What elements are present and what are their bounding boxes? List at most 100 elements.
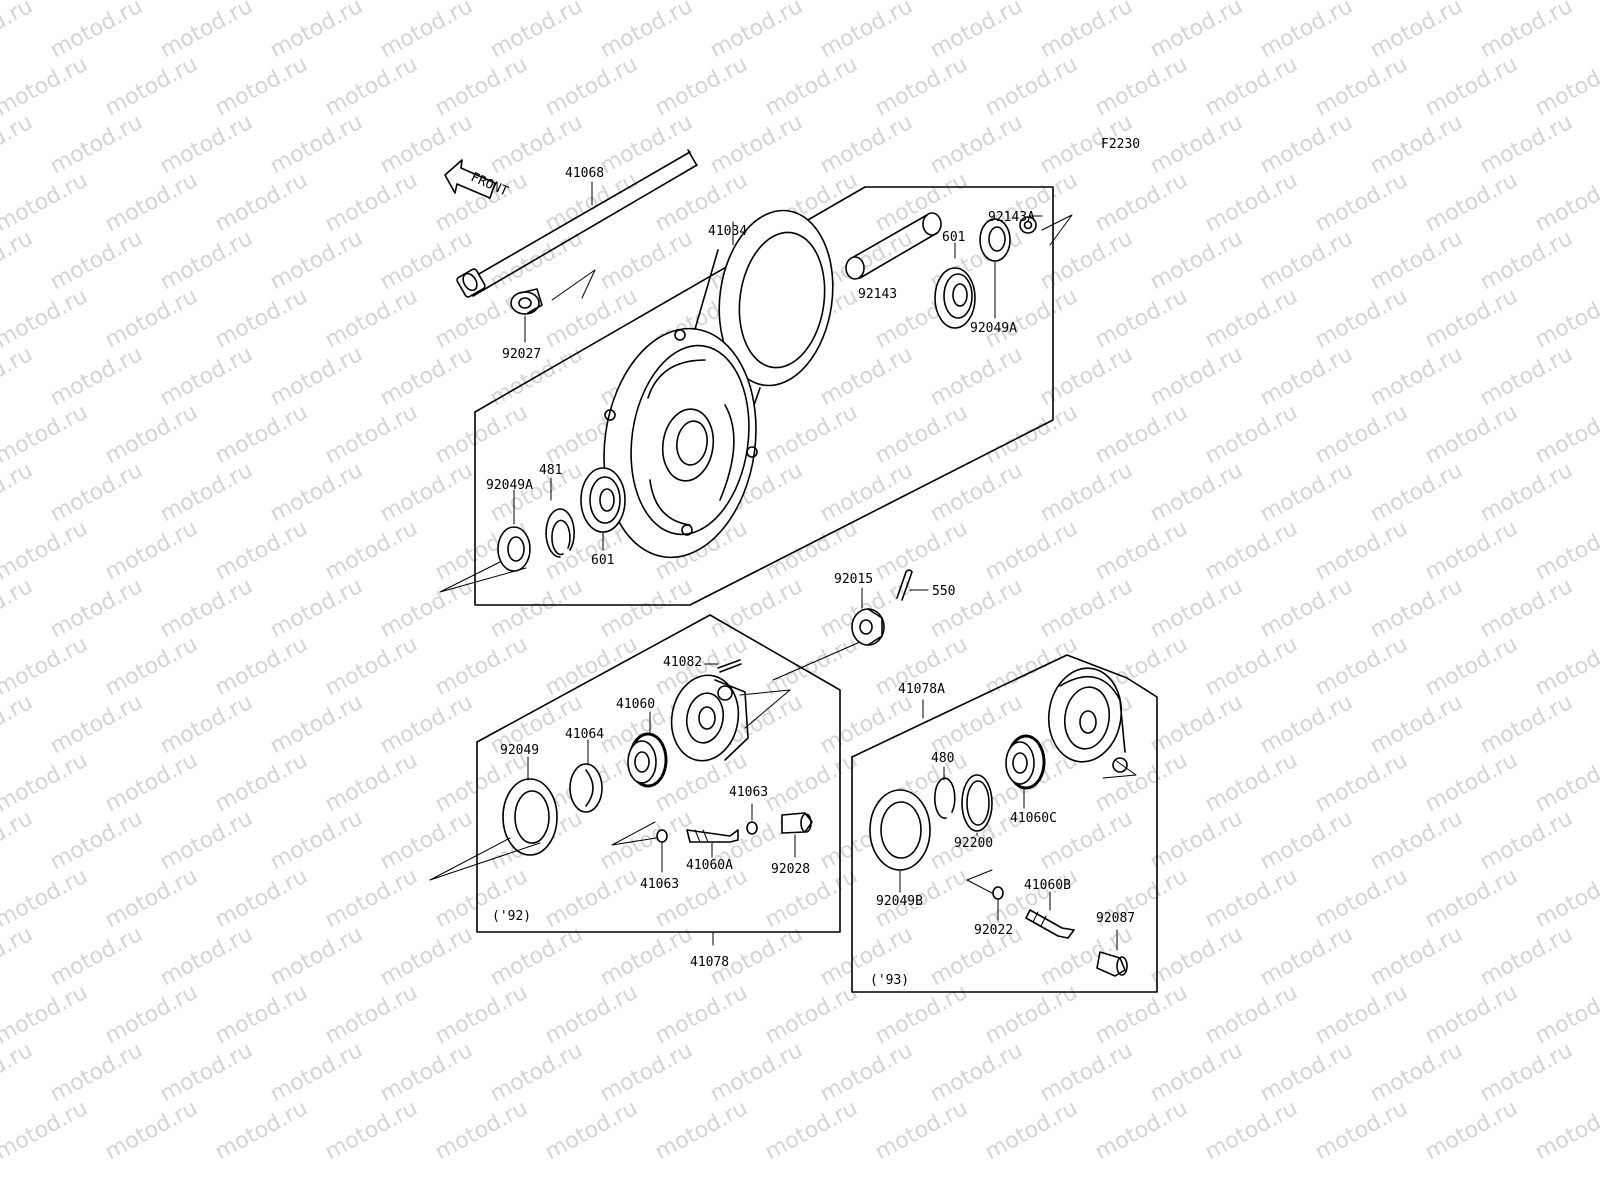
watermark-text: motod.ru xyxy=(926,458,1027,527)
label-41064: 41064 xyxy=(565,727,604,742)
watermark-text: motod.ru xyxy=(541,632,642,701)
watermark-text: motod.ru xyxy=(266,342,367,411)
watermark-text: motod.ru xyxy=(321,980,422,1049)
watermark-text: motod.ru xyxy=(321,52,422,121)
watermark-text: motod.ru xyxy=(156,0,257,63)
watermark-text: motod.ru xyxy=(1256,690,1357,759)
label-92200: 92200 xyxy=(954,836,993,851)
watermark-text: motod.ru xyxy=(1366,1038,1467,1107)
watermark-text: motod.ru xyxy=(1421,864,1522,933)
watermark-text: motod.ru xyxy=(1091,400,1192,469)
circlip-480-part xyxy=(934,777,956,819)
watermark-text: motod.ru xyxy=(1311,864,1412,933)
watermark-text: motod.ru xyxy=(156,110,257,179)
gearbox-93-housing-part xyxy=(1047,667,1137,779)
watermark-text: motod.ru xyxy=(1146,922,1247,991)
watermark-text: motod.ru xyxy=(596,1038,697,1107)
watermark-text: motod.ru xyxy=(1476,226,1577,295)
watermark-text: motod.ru xyxy=(1201,400,1302,469)
watermark-text: motod.ru xyxy=(1146,806,1247,875)
watermark-text: motod.ru xyxy=(321,1096,422,1165)
watermark-text: motod.ru xyxy=(706,574,807,643)
watermark-text: motod.ru xyxy=(651,52,752,121)
watermark-text: motod.ru xyxy=(1036,342,1137,411)
watermark-text: motod.ru xyxy=(1091,748,1192,817)
watermark-text: motod.ru xyxy=(1421,632,1522,701)
watermark-text: motod.ru xyxy=(1256,574,1357,643)
watermark-text: motod.ru xyxy=(321,168,422,237)
watermark-text: motod.ru xyxy=(376,574,477,643)
label-601-top: 601 xyxy=(942,230,965,245)
label-41060A: 41060A xyxy=(686,858,733,873)
watermark-text: motod.ru xyxy=(1421,516,1522,585)
watermark-text: motod.ru xyxy=(541,1096,642,1165)
watermark-text: motod.ru xyxy=(431,400,532,469)
watermark-text: motod.ru xyxy=(816,110,917,179)
watermark-text: motod.ru xyxy=(376,806,477,875)
watermark-text: motod.ru xyxy=(0,458,37,527)
watermark-text: motod.ru xyxy=(46,226,147,295)
watermark-text: motod.ru xyxy=(101,52,202,121)
label-41063-bottom: 41063 xyxy=(640,877,679,892)
watermark-text: motod.ru xyxy=(761,748,862,817)
watermark-text: motod.ru xyxy=(0,226,37,295)
watermark-text: motod.ru xyxy=(706,110,807,179)
washer-41063-right-part xyxy=(746,821,758,835)
watermark-text: motod.ru xyxy=(0,516,92,585)
watermark-text: motod.ru xyxy=(1201,980,1302,1049)
watermark-text: motod.ru xyxy=(321,748,422,817)
watermark-text: motod.ru xyxy=(926,0,1027,63)
label-92087: 92087 xyxy=(1096,911,1135,926)
watermark-text: motod.ru xyxy=(46,342,147,411)
watermark-text: motod.ru xyxy=(376,342,477,411)
watermark-text: motod.ru xyxy=(101,632,202,701)
watermark-text: motod.ru xyxy=(266,110,367,179)
seal-92049-part xyxy=(429,778,558,881)
watermark-text: motod.ru xyxy=(46,690,147,759)
figure-code: F2230 xyxy=(1101,137,1140,152)
watermark-text: motod.ru xyxy=(871,168,972,237)
watermark-text: motod.ru xyxy=(816,342,917,411)
watermark-text: motod.ru xyxy=(1476,922,1577,991)
watermark-text: motod.ru xyxy=(1036,0,1137,63)
watermark-text: motod.ru xyxy=(156,458,257,527)
watermark-text: motod.ru xyxy=(1201,52,1302,121)
watermark-text: motod.ru xyxy=(761,52,862,121)
seal-92049B-part xyxy=(869,789,931,871)
label-481: 481 xyxy=(539,463,562,478)
watermark-text: motod.ru xyxy=(101,1096,202,1165)
collar-92027-part xyxy=(510,269,596,315)
label-41068: 41068 xyxy=(565,166,604,181)
watermark-text: motod.ru xyxy=(156,690,257,759)
bushing-92087-part xyxy=(1096,951,1128,977)
watermark-text: motod.ru xyxy=(156,342,257,411)
label-92022: 92022 xyxy=(974,923,1013,938)
watermark-text: motod.ru xyxy=(321,632,422,701)
watermark-text: motod.ru xyxy=(486,1038,587,1107)
watermark-text: motod.ru xyxy=(431,632,532,701)
watermark-text: motod.ru xyxy=(596,574,697,643)
watermark-text: motod.ru xyxy=(981,52,1082,121)
watermark-text: motod.ru xyxy=(376,1038,477,1107)
axle-41068-part xyxy=(456,149,698,298)
watermark-text: motod.ru xyxy=(0,922,37,991)
watermark-text: motod.ru xyxy=(1476,806,1577,875)
watermark-text: motod.ru xyxy=(101,284,202,353)
watermark-text: motod.ru xyxy=(431,1096,532,1165)
watermark-text: motod.ru xyxy=(431,980,532,1049)
watermark-text: motod.ru xyxy=(871,980,972,1049)
watermark-text: motod.ru xyxy=(706,1038,807,1107)
watermark-text: motod.ru xyxy=(1366,458,1467,527)
hub-assembly-frame xyxy=(474,232,1054,606)
watermark-text: motod.ru xyxy=(981,400,1082,469)
watermark-text: motod.ru xyxy=(1036,226,1137,295)
watermark-text: motod.ru xyxy=(46,0,147,63)
watermark-text: motod.ru xyxy=(321,284,422,353)
watermark-text: motod.ru xyxy=(1256,806,1357,875)
label-92027: 92027 xyxy=(502,347,541,362)
watermark-text: motod.ru xyxy=(156,806,257,875)
watermark-text: motod.ru xyxy=(1476,0,1577,63)
watermark-text: motod.ru xyxy=(1256,1038,1357,1107)
watermark-text: motod.ru xyxy=(101,864,202,933)
watermark-text: motod.ru xyxy=(0,748,92,817)
